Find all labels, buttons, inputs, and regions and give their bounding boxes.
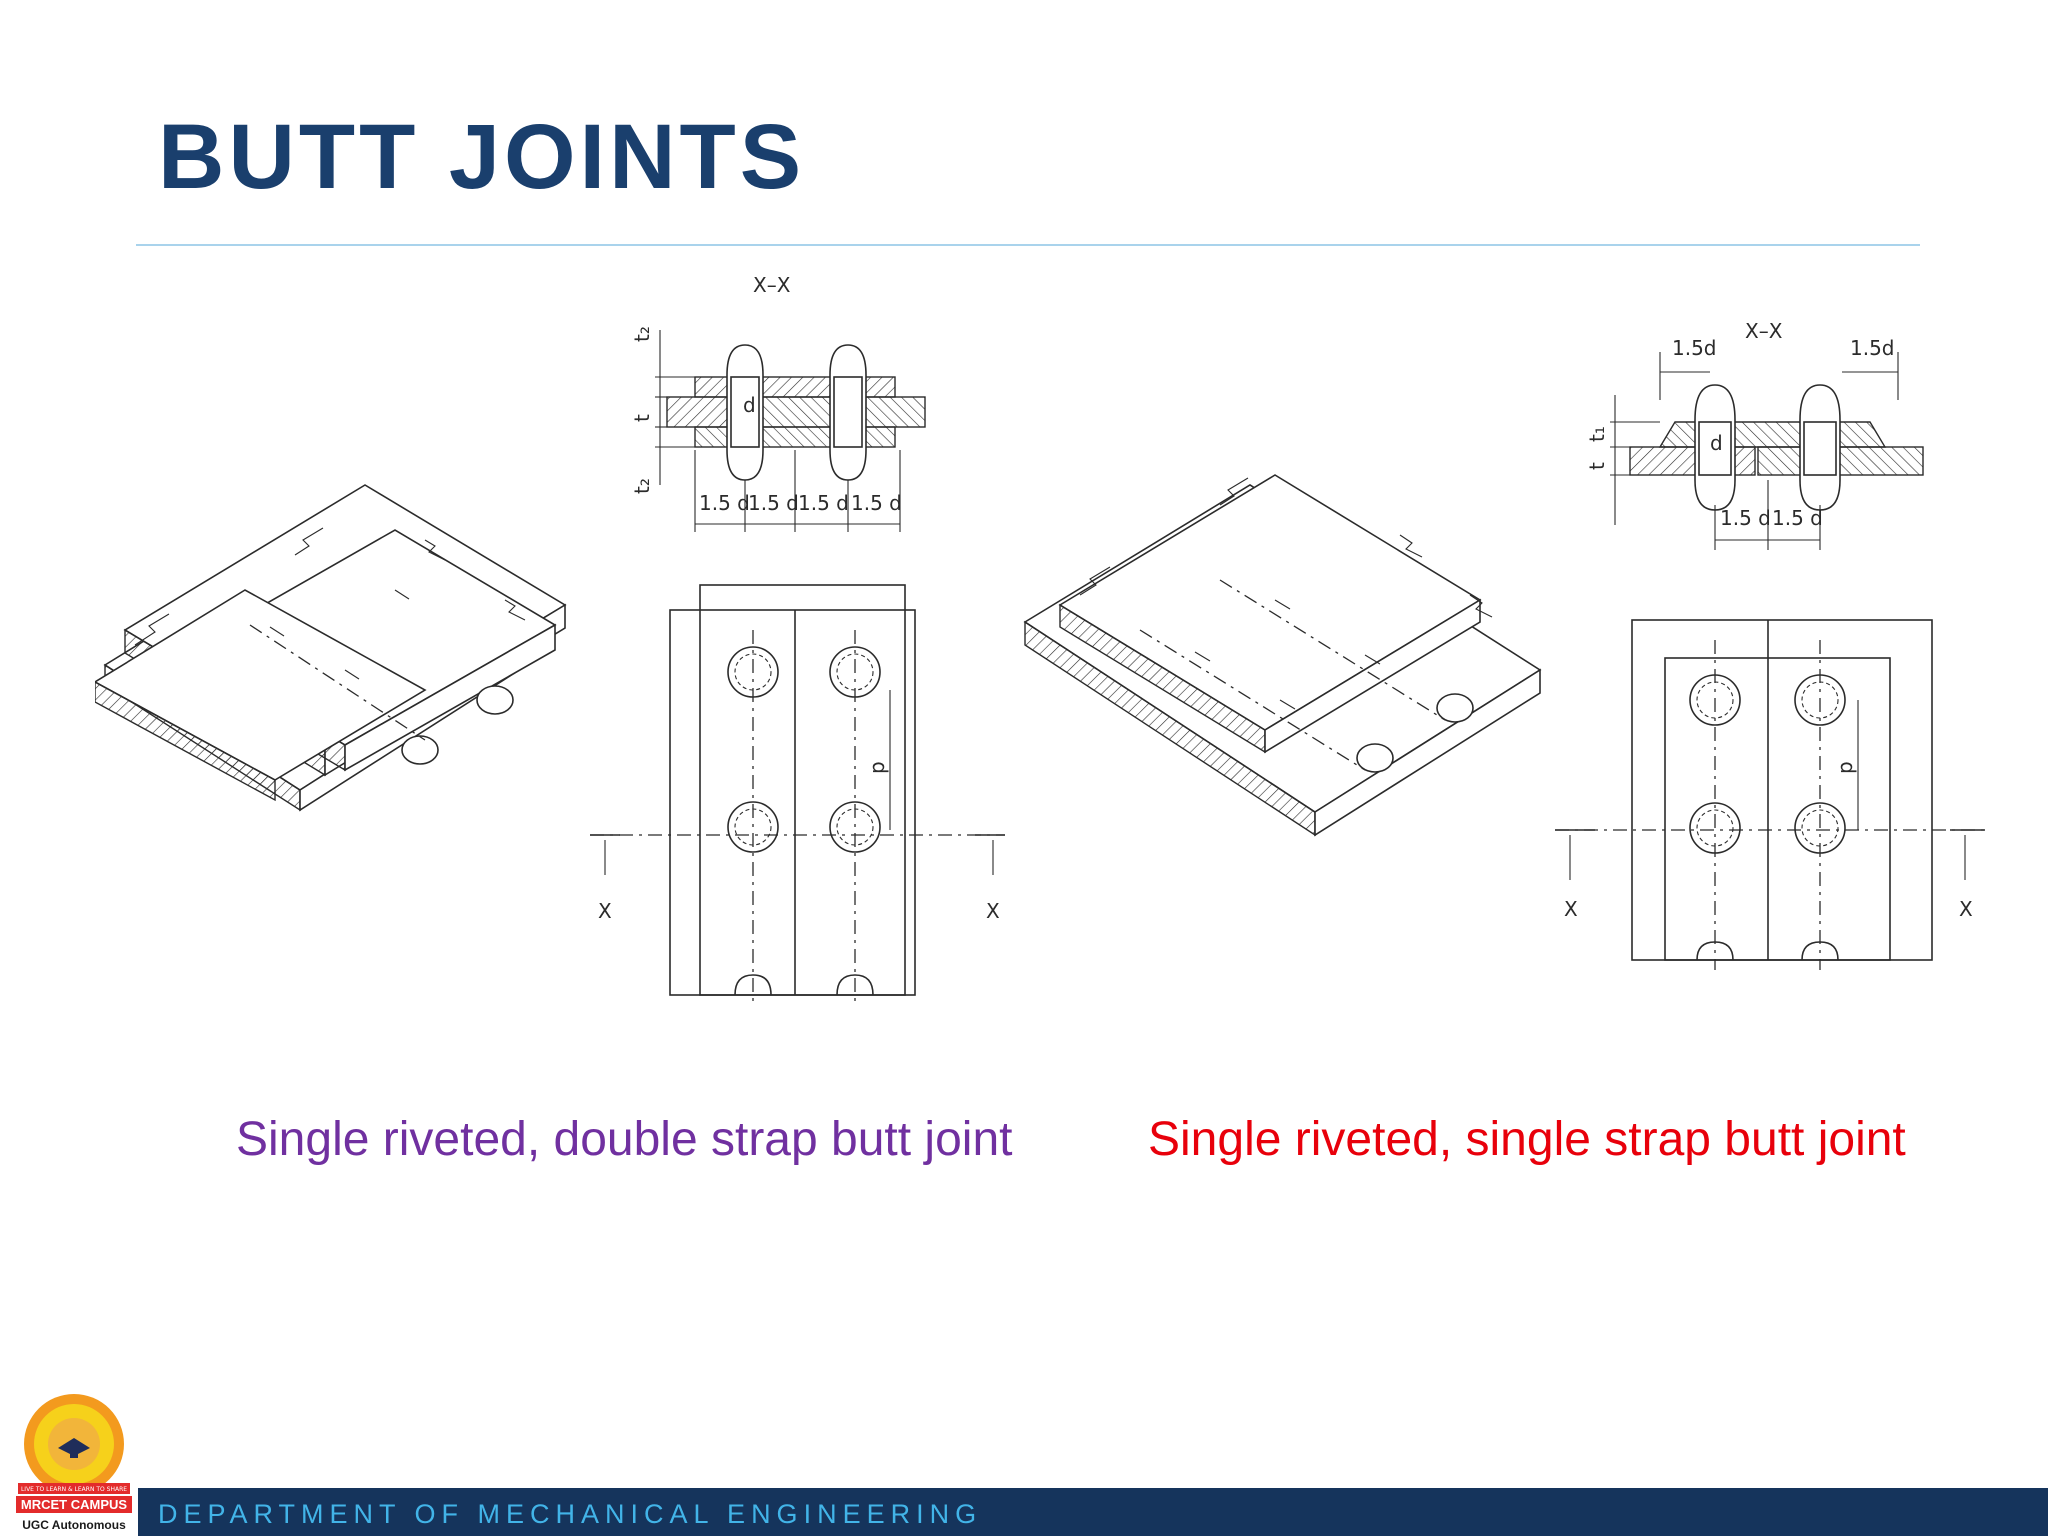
footer-bar (138, 1488, 2048, 1536)
section-label: X–X (1745, 319, 1783, 343)
pitch-label: p (865, 761, 889, 774)
dim-t: t (1585, 462, 1609, 470)
dim-t: t (630, 414, 654, 422)
footer-department: DEPARTMENT OF MECHANICAL ENGINEERING (158, 1499, 983, 1529)
slide-title: BUTT JOINTS (158, 106, 806, 208)
plan-view-double-strap: p X X (590, 584, 1005, 1005)
isometric-view-double-strap (95, 484, 567, 812)
dim-bottom-2: 1.5 d (748, 491, 799, 515)
logo-name: MRCET CAMPUS (21, 1497, 127, 1512)
logo-motto: LIVE TO LEARN & LEARN TO SHARE (21, 1486, 127, 1493)
dim-d: d (1710, 431, 1723, 455)
pitch-label: p (1833, 761, 1857, 774)
caption-double-strap: Single riveted, double strap butt joint (236, 1113, 1013, 1166)
section-xx-double-strap: X–X d t₂ t t₂ 1.5 d 1.5 d 1.5 d 1.5 d (630, 273, 926, 532)
dim-bottom-1: 1.5 d (1720, 506, 1771, 530)
double-strap-joint-diagram: X–X d t₂ t t₂ 1.5 d 1.5 d 1.5 d 1.5 d (95, 273, 1005, 1005)
dim-bottom-2: 1.5 d (1772, 506, 1823, 530)
section-mark-left: X (598, 899, 612, 923)
single-strap-joint-diagram: X–X d 1.5d 1.5d t₁ t 1.5 d 1.5 d (1023, 319, 1985, 970)
plan-view-single-strap: p X X (1555, 619, 1985, 970)
dim-left-top: 1.5d (1672, 336, 1717, 360)
dim-t2-bottom: t₂ (630, 478, 654, 494)
section-xx-single-strap: X–X d 1.5d 1.5d t₁ t 1.5 d 1.5 d (1585, 319, 1924, 550)
mrcet-campus-logo: LIVE TO LEARN & LEARN TO SHARE MRCET CAM… (16, 1394, 132, 1532)
caption-single-strap: Single riveted, single strap butt joint (1148, 1113, 1906, 1166)
dim-t1: t₁ (1585, 426, 1609, 442)
dim-t2-top: t₂ (630, 326, 654, 342)
section-mark-left: X (1564, 897, 1578, 921)
dim-bottom-4: 1.5 d (851, 491, 902, 515)
dim-d: d (743, 393, 756, 417)
dim-bottom-1: 1.5 d (699, 491, 750, 515)
section-mark-right: X (986, 899, 1000, 923)
section-label: X–X (753, 273, 791, 297)
dim-right-top: 1.5d (1850, 336, 1895, 360)
section-mark-right: X (1959, 897, 1973, 921)
dim-bottom-3: 1.5 d (798, 491, 849, 515)
logo-sub: UGC Autonomous (22, 1518, 126, 1532)
isometric-view-single-strap (1023, 474, 1542, 837)
title-divider (136, 244, 1920, 246)
logo-sun-emblem (24, 1394, 124, 1494)
